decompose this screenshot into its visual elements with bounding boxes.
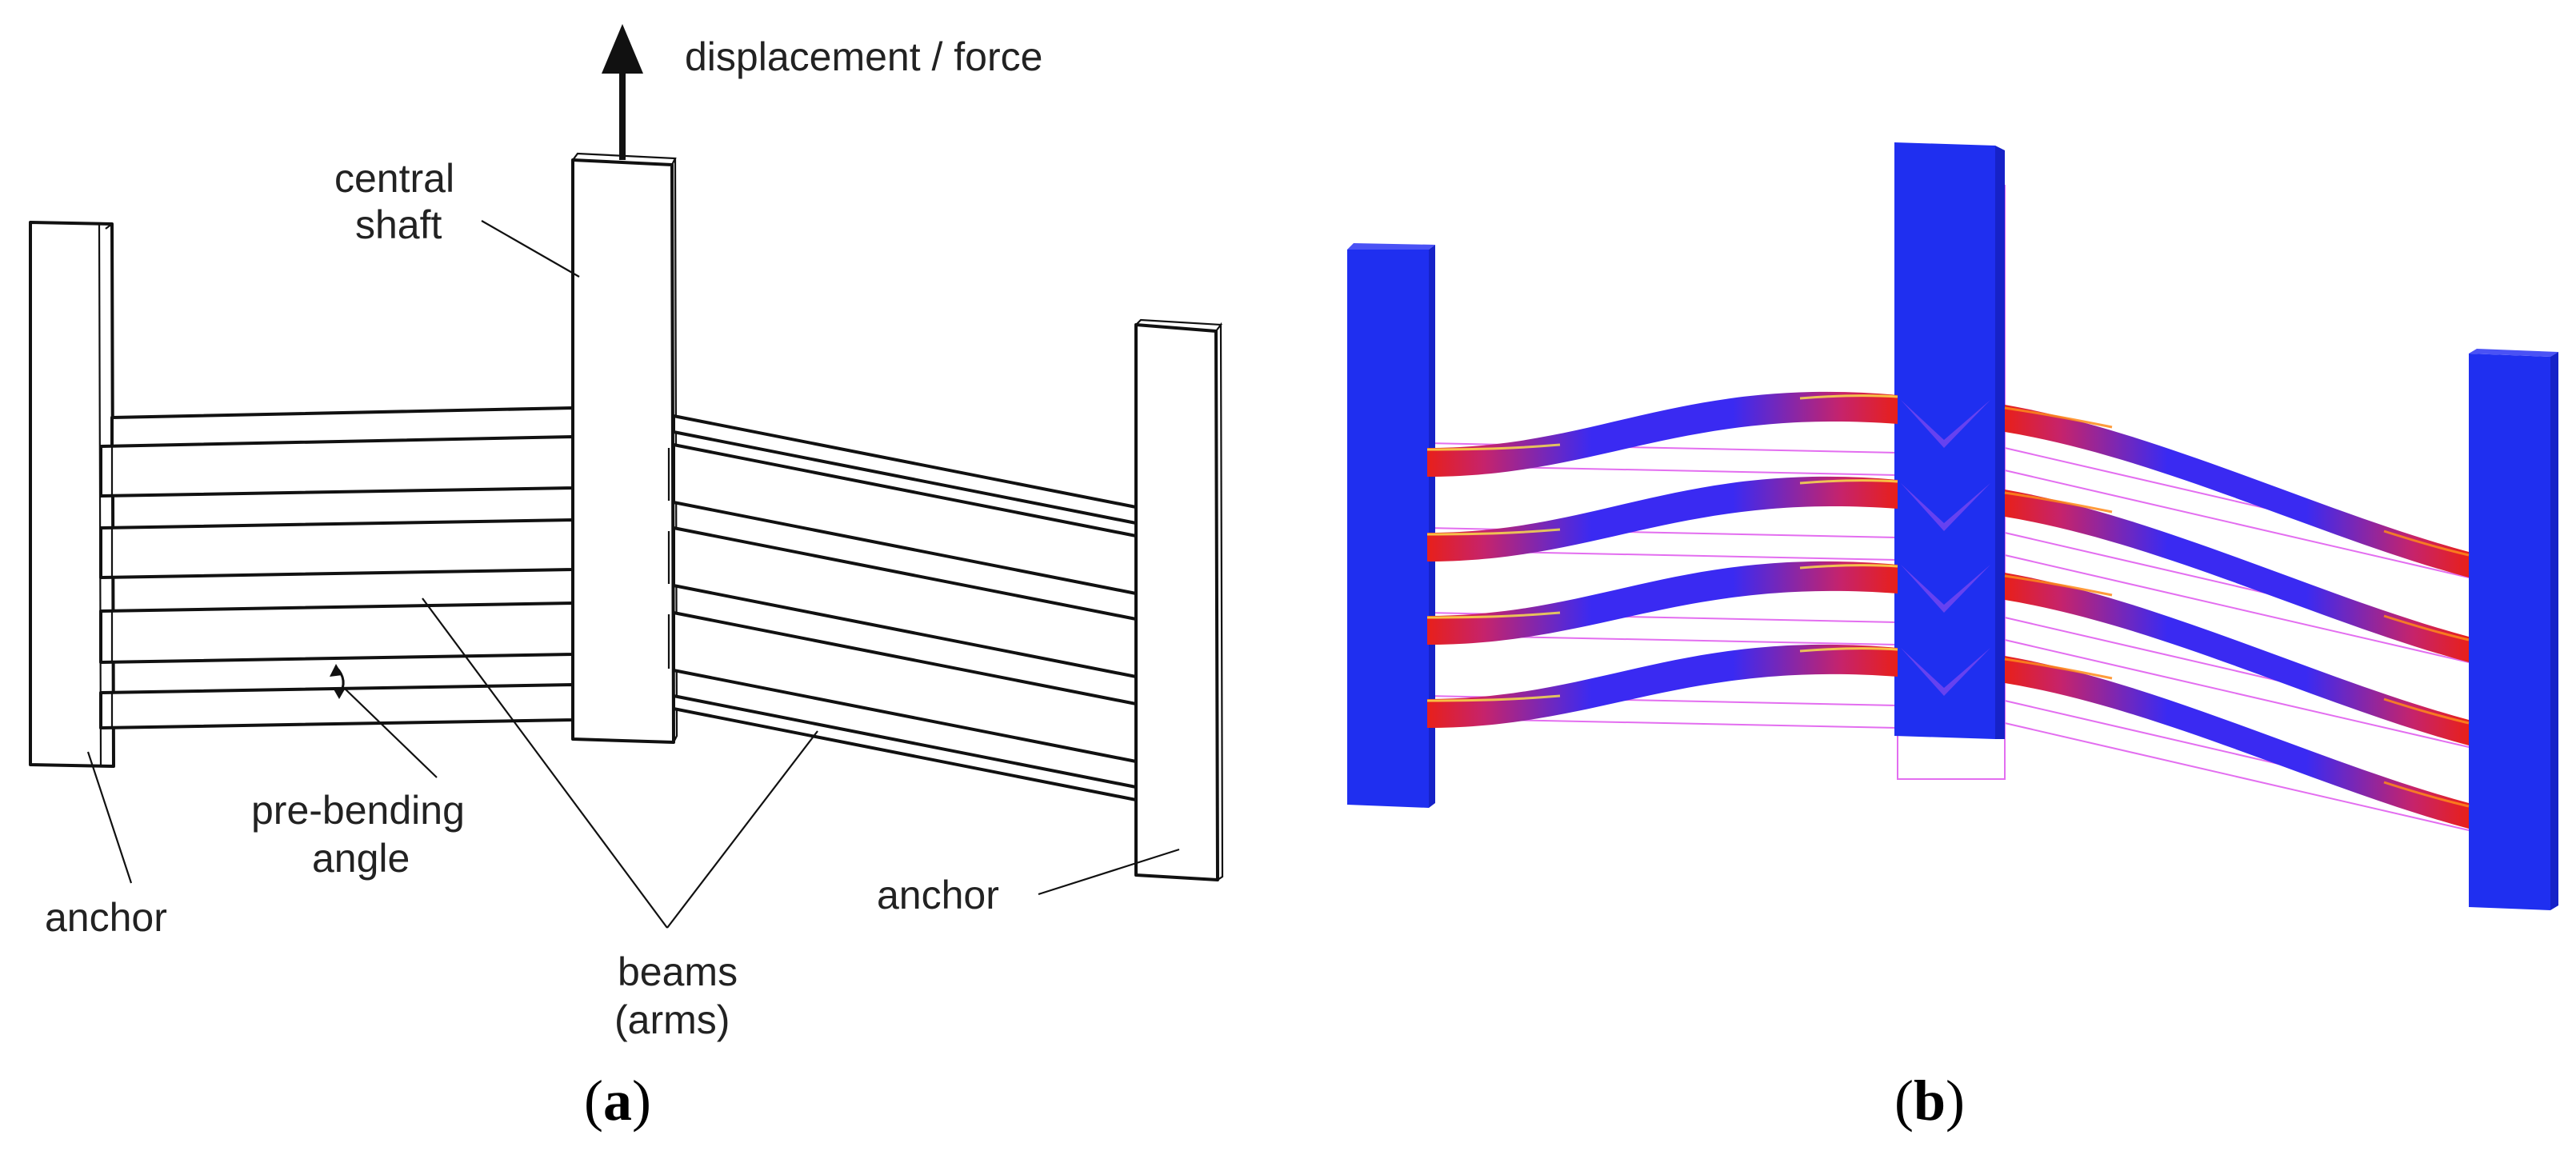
- fem-right-anchor: [2469, 349, 2558, 910]
- panel-b-simulation: [1347, 142, 2558, 910]
- leader-lines: [86, 220, 1180, 929]
- central-shaft-label-line1: central: [334, 156, 454, 201]
- right-anchor-block: [1134, 323, 1219, 881]
- pre-bending-label-line2: angle: [312, 836, 410, 881]
- central-shaft-label-line2: shaft: [355, 202, 442, 247]
- left-anchor-block: [29, 221, 115, 768]
- caption-b: (b): [1894, 1069, 1965, 1133]
- central-shaft-block: [571, 158, 675, 744]
- pre-bending-angle-marker: [330, 664, 346, 699]
- pre-bending-label-line1: pre-bending: [251, 788, 465, 833]
- right-anchor-label: anchor: [877, 873, 999, 917]
- fem-left-anchor: [1347, 243, 1435, 808]
- caption-a: (a): [584, 1069, 651, 1133]
- left-beams: [99, 406, 574, 729]
- fem-left-beams: [1426, 391, 1898, 728]
- displacement-force-label: displacement / force: [685, 34, 1042, 79]
- beams-label-line2: (arms): [614, 997, 730, 1042]
- left-anchor-label: anchor: [45, 895, 167, 940]
- beams-label-line1: beams: [618, 949, 738, 994]
- right-beams: [667, 414, 1138, 801]
- panel-a-drawing: displacement / force central shaft pre-b…: [29, 24, 1224, 1042]
- fem-right-beams: [2004, 405, 2470, 829]
- fem-central-shaft: [1894, 142, 2005, 739]
- displacement-arrow: [602, 24, 643, 160]
